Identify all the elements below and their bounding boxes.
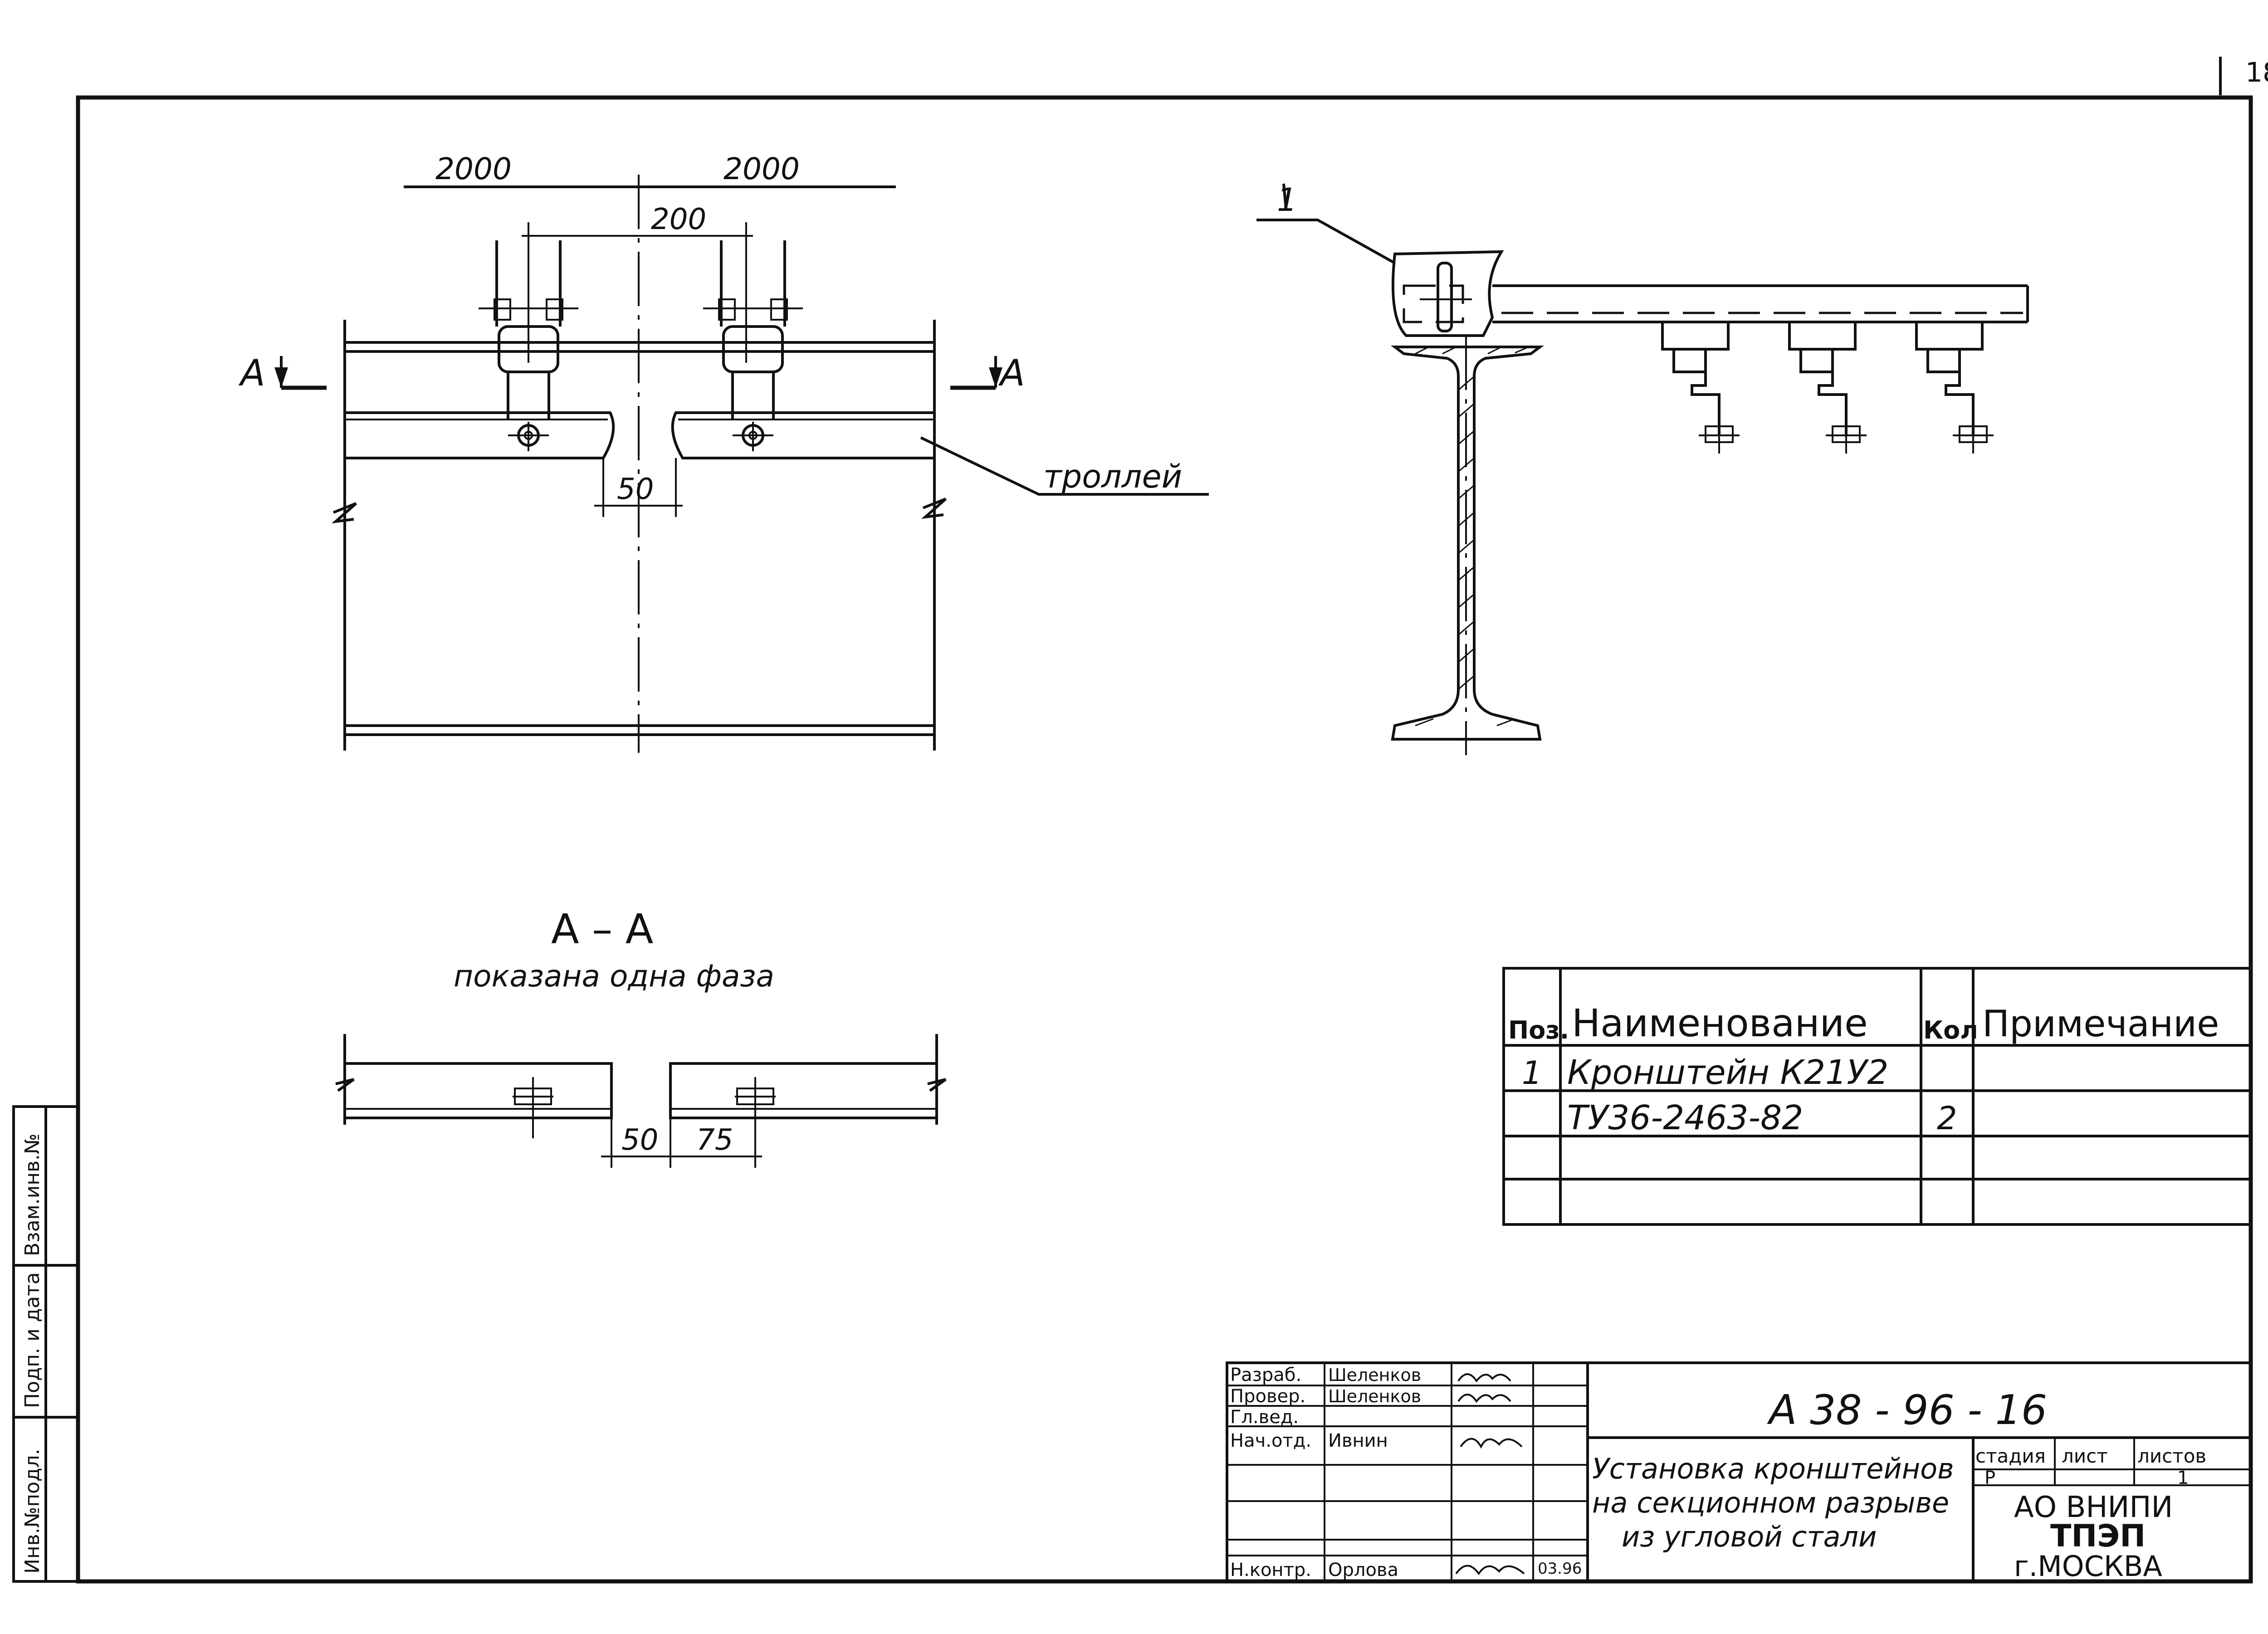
spec-row1-name: Кронштейн К21У2 [1567, 1053, 1888, 1092]
tb-org-line1: АО ВНИПИ [2014, 1491, 2173, 1524]
section-dim-gap: 50 [621, 1123, 658, 1157]
spec-row2-name: ТУ36-2463-82 [1567, 1098, 1803, 1137]
spec-table: Поз. Наименование Кол Примечание 1 Кронш… [1502, 967, 2252, 1226]
spec-header-note: Примечание [1982, 1003, 2219, 1045]
tb-val-sheets: 1 [2177, 1468, 2189, 1488]
tb-role-head: Нач.отд. [1230, 1430, 1311, 1451]
spec-row1-pos: 1 [1522, 1054, 1542, 1092]
margin-label-replace: Взам.инв.№ [21, 1133, 44, 1256]
tb-title-line2: на секционном разрыве [1592, 1486, 1949, 1519]
tb-org-line3: г.МОСКВА [2014, 1550, 2162, 1583]
tb-title-line3: из угловой стали [1622, 1520, 1877, 1553]
plan-dim-gap: 50 [617, 473, 654, 506]
tb-name-develop: Шеленков [1328, 1365, 1421, 1385]
phase-holder-1 [1661, 322, 1740, 454]
tb-title-line1: Установка кронштейнов [1592, 1452, 1954, 1485]
tb-name-head: Ивнин [1328, 1430, 1388, 1451]
tb-col-stage: стадия [1975, 1445, 2046, 1467]
sheet-number: 18 [2245, 57, 2268, 88]
title-block: Разраб. Провер. Гл.вед. Нач.отд. Н.контр… [1226, 1361, 2252, 1583]
phase-holder-2 [1788, 322, 1867, 454]
tb-name-check: Шеленков [1328, 1386, 1421, 1406]
signature-2 [1457, 1394, 1511, 1403]
plan-dim-right: 2000 [723, 151, 800, 186]
left-margin-strip: Инв.№подл. Подп. и дата Взам.инв.№ [12, 1105, 79, 1583]
section-mark-right: A [998, 352, 1025, 394]
tb-role-chief: Гл.вед. [1230, 1407, 1299, 1428]
section-aa-view: А – А показана одна фаза 50 75 [335, 906, 947, 1168]
signature-4 [1455, 1565, 1525, 1575]
section-mark-left: A [238, 352, 265, 394]
spec-header-name: Наименование [1572, 1001, 1868, 1045]
tb-role-develop: Разраб. [1230, 1365, 1301, 1385]
section-title: А – А [551, 906, 653, 953]
tb-val-stage: Р [1984, 1468, 1995, 1488]
plan-dim-left: 2000 [435, 151, 512, 186]
tb-col-sheets: листов [2137, 1445, 2206, 1467]
phase-holder-3 [1915, 322, 1994, 454]
side-view: 1 [1256, 181, 2029, 755]
signature-1 [1457, 1373, 1511, 1383]
drawing-frame [76, 95, 2253, 1584]
tb-role-check: Провер. [1230, 1386, 1305, 1407]
section-dim-offset: 75 [696, 1123, 733, 1157]
trolley-label: троллей [1043, 458, 1182, 495]
spec-row2-qty: 2 [1937, 1100, 1957, 1137]
plan-view: 2000 2000 200 [238, 151, 1209, 753]
side-callout: 1 [1277, 181, 1297, 219]
section-subtitle: показана одна фаза [454, 959, 774, 994]
tb-role-norm: Н.контр. [1230, 1560, 1311, 1580]
margin-label-sign: Подп. и дата [21, 1272, 44, 1408]
tb-name-norm: Орлова [1328, 1560, 1398, 1580]
plan-dim-center: 200 [651, 203, 706, 236]
tb-doc-code: А 38 - 96 - 16 [1767, 1386, 2047, 1434]
signature-3 [1460, 1438, 1523, 1449]
spec-header-pos: Поз. [1508, 1016, 1569, 1044]
tb-org-line2: ТПЭП [2050, 1518, 2146, 1554]
spec-header-qty: Кол [1923, 1016, 1978, 1044]
margin-label-inv: Инв.№подл. [21, 1449, 44, 1574]
tb-col-sheet: лист [2062, 1445, 2108, 1467]
tb-date: 03.96 [1538, 1560, 1582, 1578]
